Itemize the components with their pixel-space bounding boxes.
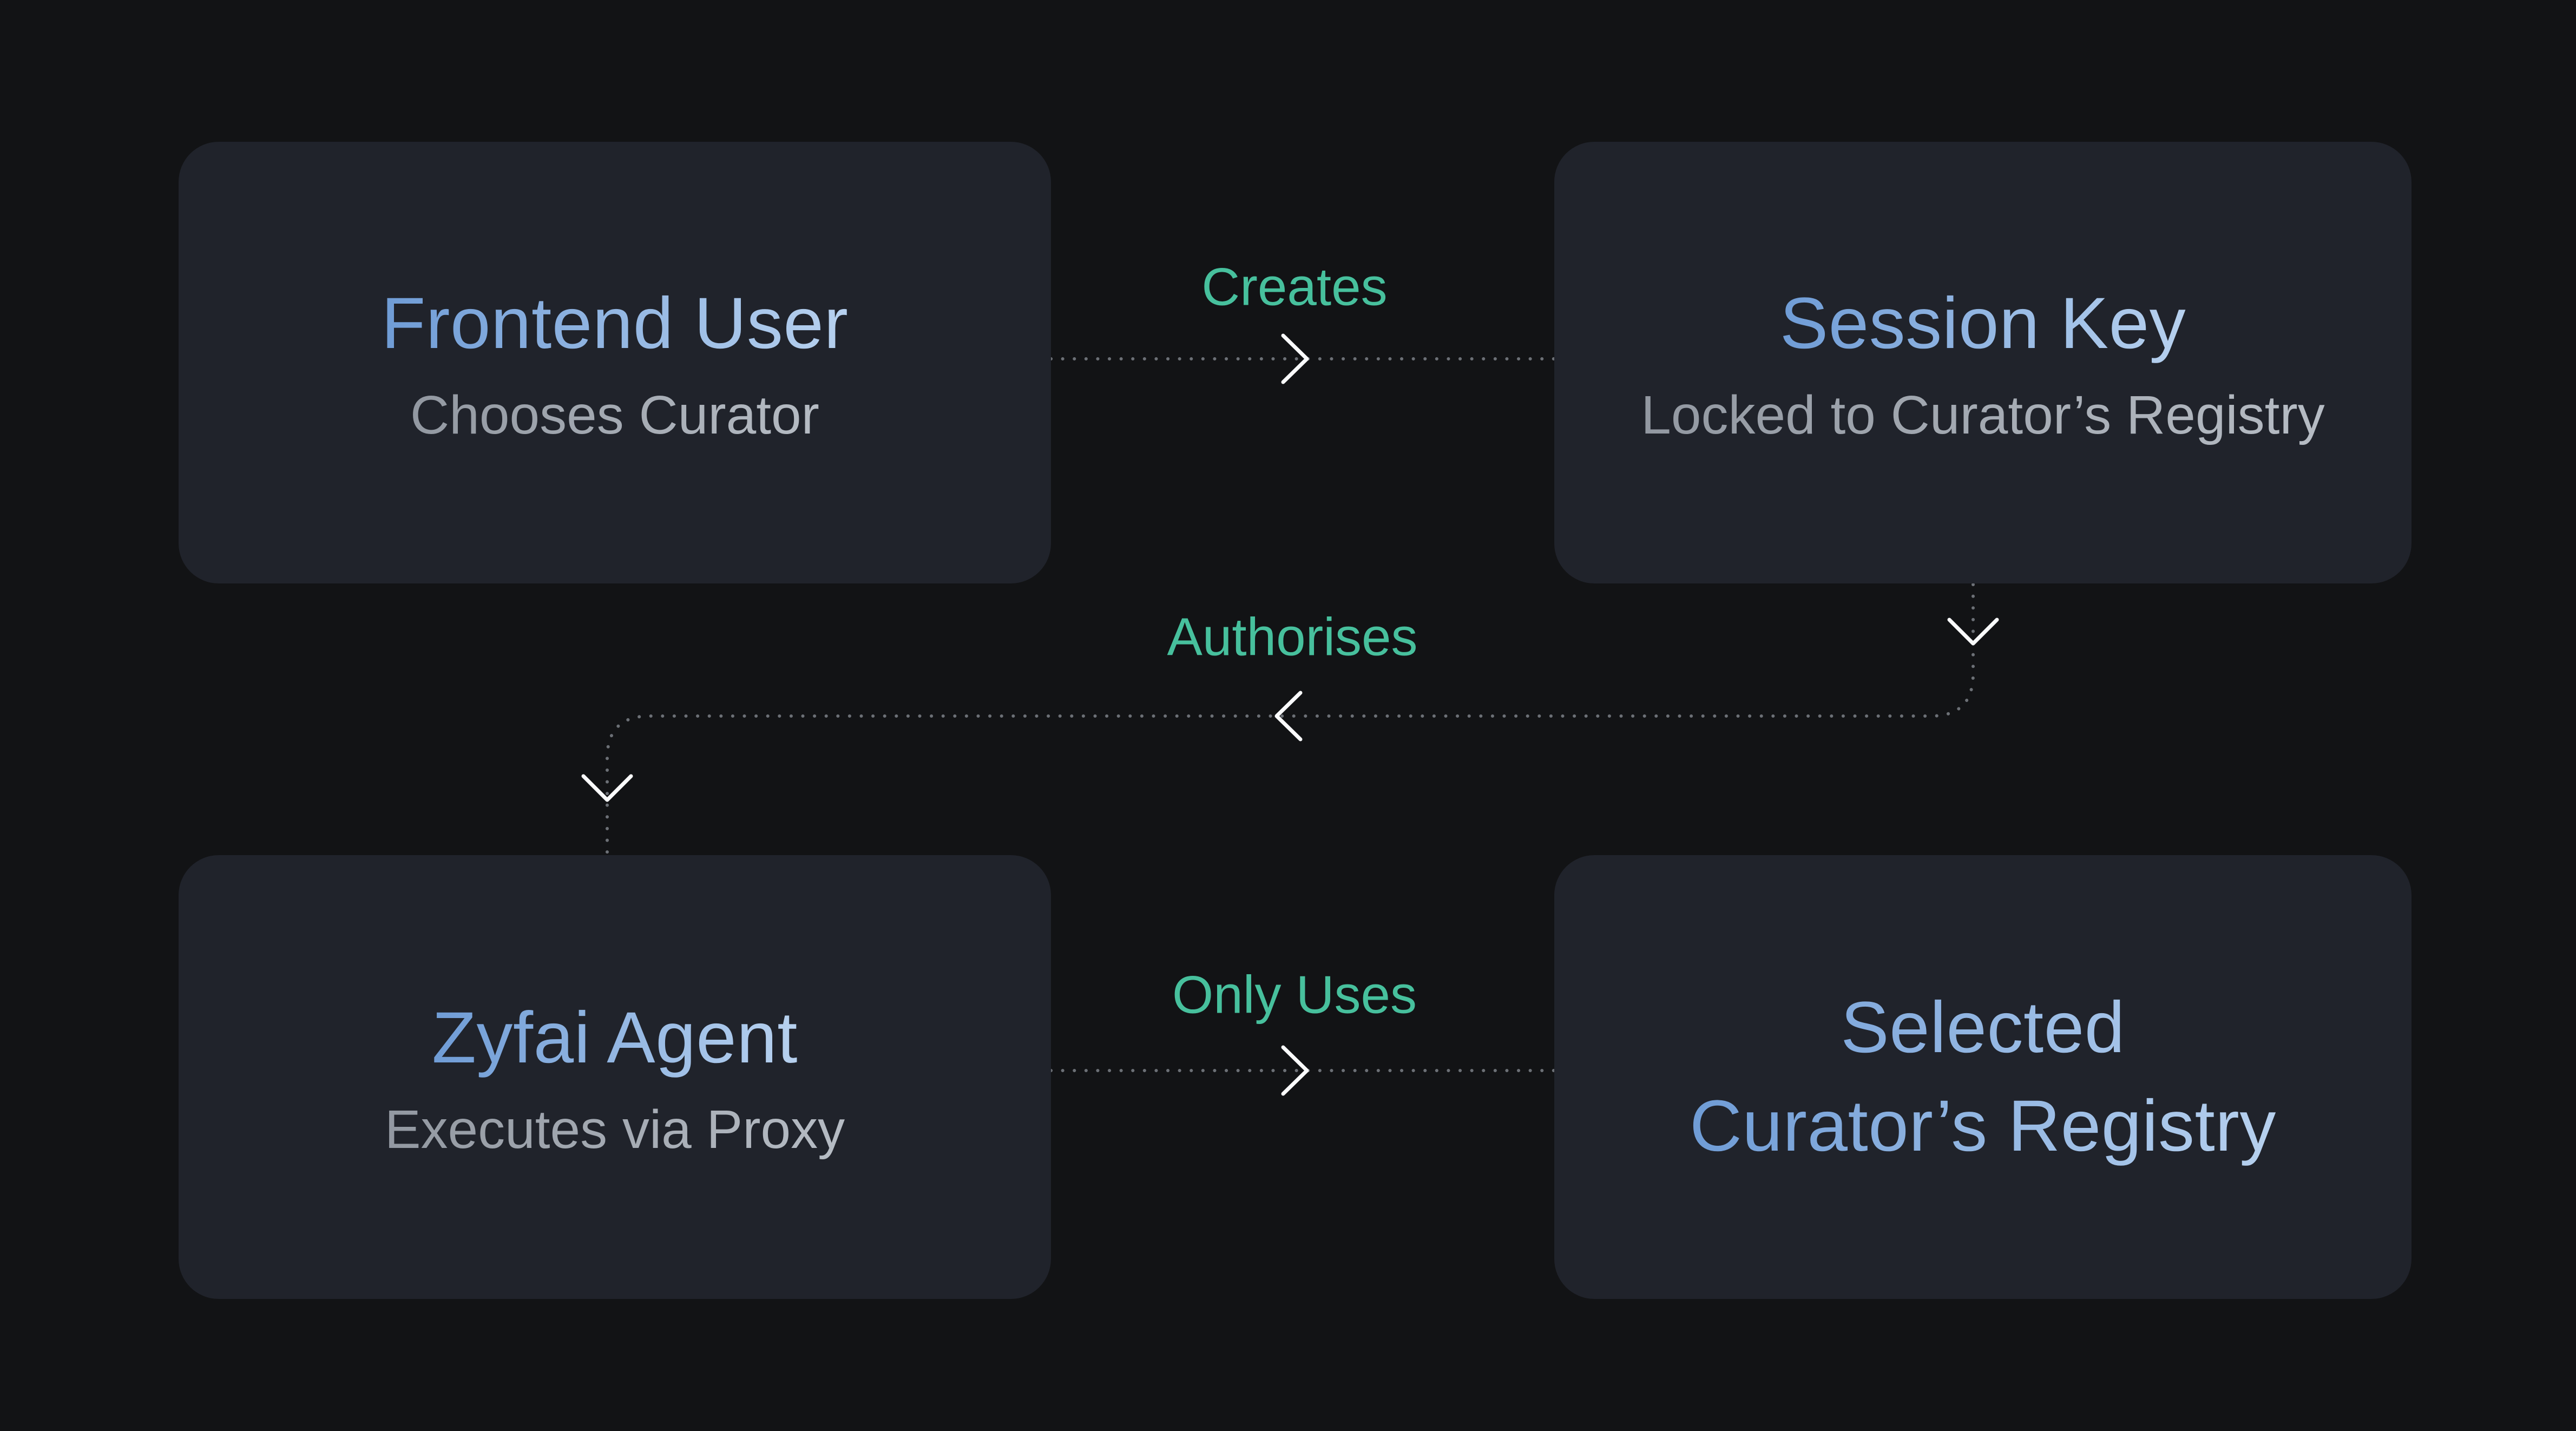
node-subtitle: Locked to Curator’s Registry bbox=[1641, 385, 2325, 446]
node-title-line: Curator’s Registry bbox=[1690, 1086, 2276, 1166]
chevron-right-icon bbox=[1281, 1045, 1309, 1096]
chevron-left-icon bbox=[1274, 691, 1303, 741]
chevron-right-icon bbox=[1281, 333, 1309, 384]
edge-label-creates: Creates bbox=[1201, 257, 1388, 317]
node-title: Frontend User bbox=[382, 280, 849, 367]
node-subtitle: Executes via Proxy bbox=[384, 1099, 845, 1160]
chevron-down-icon bbox=[581, 774, 633, 802]
node-title-line: Selected bbox=[1841, 987, 2125, 1068]
chevron-down-icon bbox=[1947, 618, 1999, 646]
node-subtitle: Chooses Curator bbox=[410, 385, 819, 446]
node-selected-curators-registry: Selected Curator’s Registry bbox=[1554, 855, 2411, 1299]
node-zyfai-agent: Zyfai Agent Executes via Proxy bbox=[179, 855, 1051, 1299]
node-title: Session Key bbox=[1780, 280, 2186, 367]
edge-label-authorises: Authorises bbox=[1167, 607, 1418, 667]
node-session-key: Session Key Locked to Curator’s Registry bbox=[1554, 142, 2411, 583]
node-title: Selected Curator’s Registry bbox=[1690, 979, 2276, 1176]
node-frontend-user: Frontend User Chooses Curator bbox=[179, 142, 1051, 583]
node-title: Zyfai Agent bbox=[432, 995, 798, 1082]
edge-label-only-uses: Only Uses bbox=[1172, 964, 1417, 1025]
